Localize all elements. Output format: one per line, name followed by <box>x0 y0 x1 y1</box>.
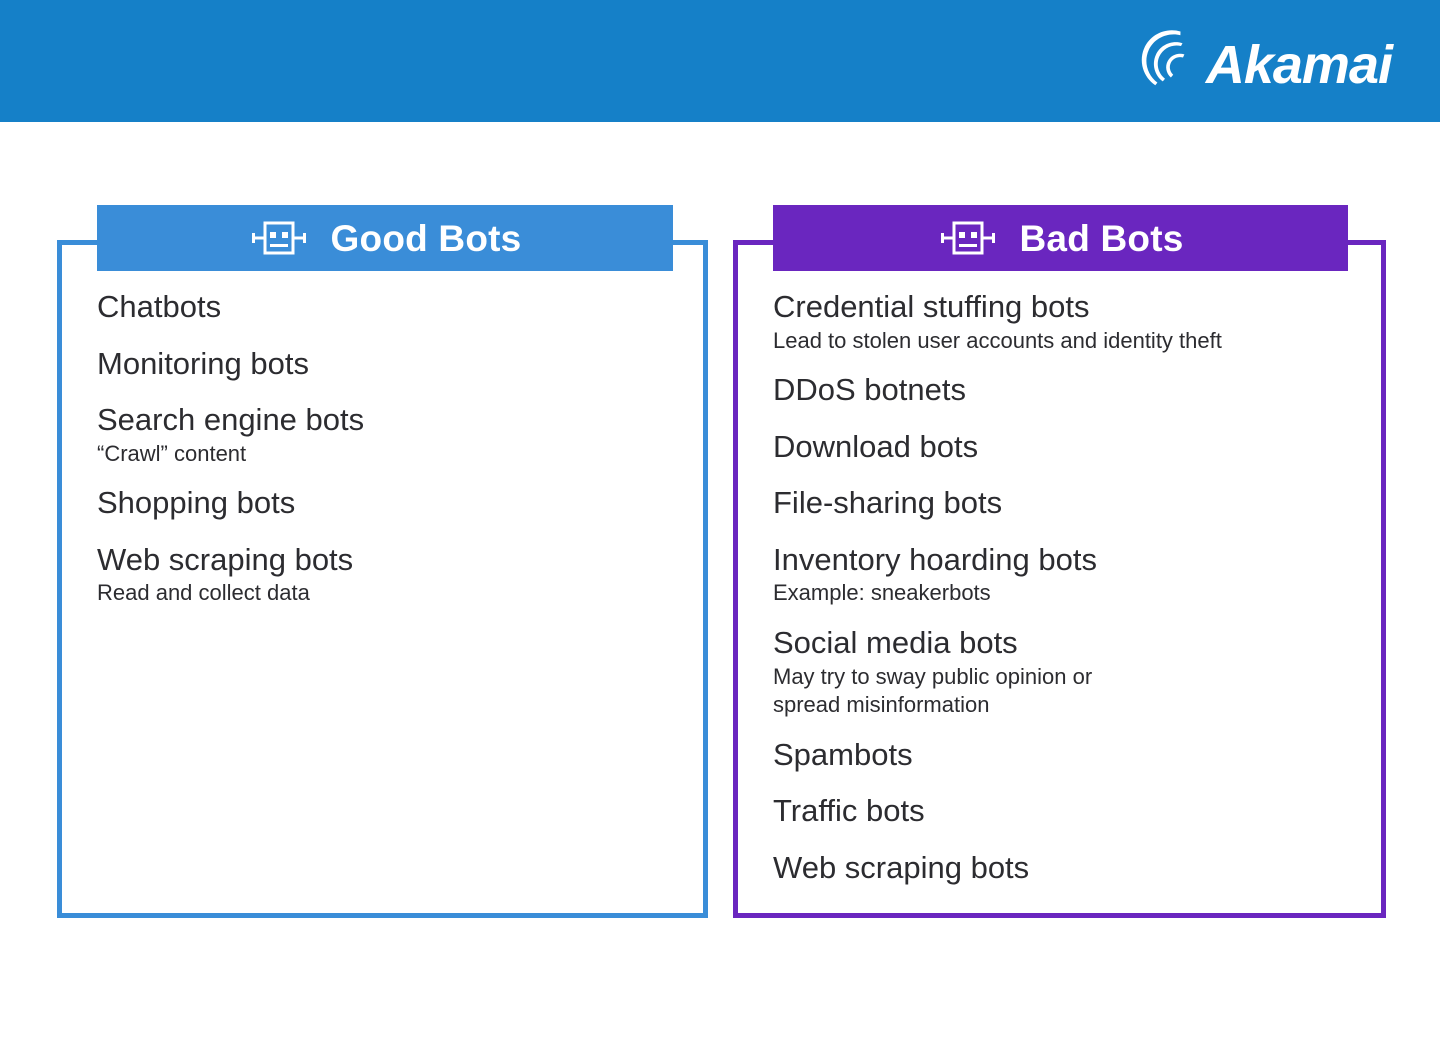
bad-bots-list: Credential stuffing bots Lead to stolen … <box>773 289 1372 887</box>
akamai-logo: Akamai <box>1136 22 1393 100</box>
robot-face-icon <box>251 221 306 255</box>
list-item: Spambots <box>773 737 1372 774</box>
top-banner: Akamai <box>0 0 1440 122</box>
list-item: Search engine bots “Crawl” content <box>97 402 694 468</box>
bad-bots-title: Bad Bots <box>1019 217 1184 259</box>
list-item: Credential stuffing bots Lead to stolen … <box>773 289 1372 355</box>
akamai-wave-logo-icon <box>1141 30 1185 86</box>
list-item: Inventory hoarding bots Example: sneaker… <box>773 542 1372 608</box>
good-bots-panel: Good Bots Chatbots Monitoring bots Searc… <box>57 205 708 918</box>
bad-bots-panel: Bad Bots Credential stuffing bots Lead t… <box>733 205 1386 918</box>
bot-note: Read and collect data <box>97 580 310 606</box>
bot-label: Chatbots <box>97 289 222 324</box>
list-item: Chatbots <box>97 289 694 326</box>
good-bots-list: Chatbots Monitoring bots Search engine b… <box>97 289 694 625</box>
bot-label: Spambots <box>773 736 913 772</box>
bot-note: “Crawl” content <box>97 440 247 466</box>
list-item: Traffic bots <box>773 793 1372 830</box>
list-item: File-sharing bots <box>773 485 1372 522</box>
bot-label: File-sharing bots <box>773 485 1003 521</box>
list-item: Download bots <box>773 429 1372 466</box>
bot-note: Lead to stolen user accounts and identit… <box>773 327 1222 353</box>
list-item: DDoS botnets <box>773 372 1372 409</box>
list-item: Shopping bots <box>97 485 694 522</box>
list-item: Web scraping bots Read and collect data <box>97 542 694 608</box>
bot-label: Monitoring bots <box>97 345 309 381</box>
robot-face-icon <box>940 221 995 255</box>
bot-label: Search engine bots <box>97 402 365 438</box>
bot-note: Example: sneakerbots <box>773 580 991 606</box>
bot-label: Traffic bots <box>773 793 925 829</box>
bot-label: Credential stuffing bots <box>773 289 1090 324</box>
brand-wordmark: Akamai <box>1205 35 1393 95</box>
good-bots-header: Good Bots <box>97 205 673 271</box>
bot-note: May try to sway public opinion or spread… <box>773 663 1093 718</box>
bad-bots-header: Bad Bots <box>773 205 1348 271</box>
list-item: Web scraping bots <box>773 850 1372 887</box>
list-item: Social media bots May try to sway public… <box>773 625 1372 720</box>
bot-label: Web scraping bots <box>773 850 1030 885</box>
bot-label: DDoS botnets <box>773 372 966 408</box>
bot-label: Social media bots <box>773 625 1018 661</box>
bot-label: Shopping bots <box>97 485 296 521</box>
list-item: Monitoring bots <box>97 346 694 383</box>
bot-label: Download bots <box>773 428 979 464</box>
bot-label: Inventory hoarding bots <box>773 541 1097 577</box>
good-bots-title: Good Bots <box>330 217 522 259</box>
bot-label: Web scraping bots <box>97 541 354 577</box>
